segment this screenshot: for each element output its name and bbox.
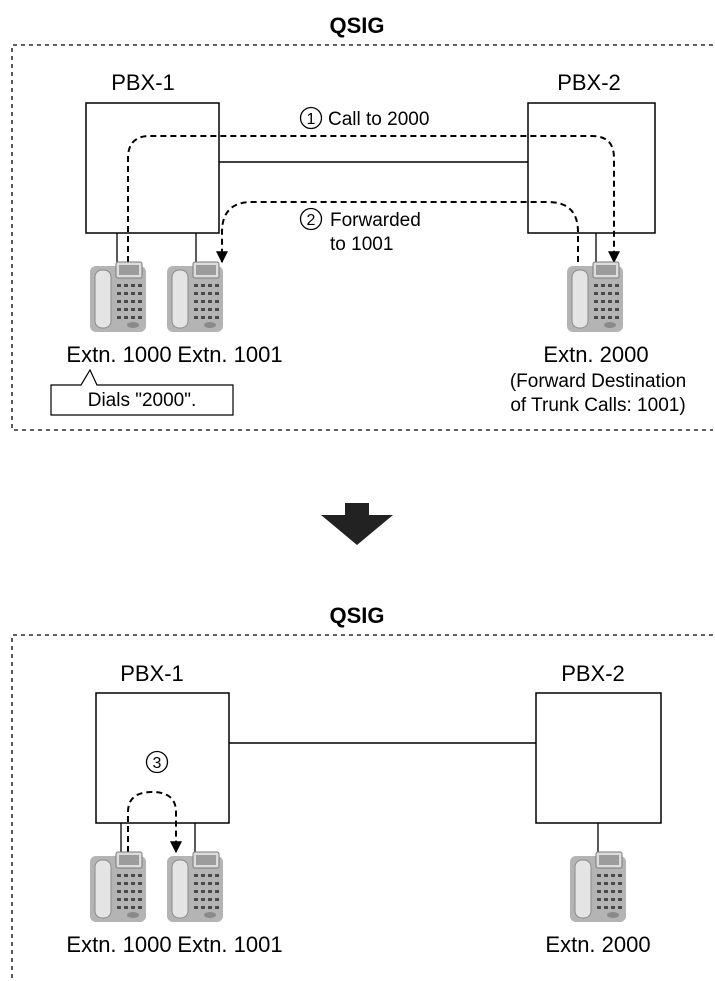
bottom-ext1000-label: Extn. 1000: [66, 932, 171, 957]
bottom-title: QSIG: [329, 603, 384, 628]
top-pbx1-label: PBX-1: [111, 70, 175, 95]
top-step1-circle: [299, 106, 323, 130]
bottom-pbx1-label: PBX-1: [120, 661, 184, 686]
top-step2-label-line1: Forwarded: [330, 210, 421, 231]
top-step1-number: 1: [307, 111, 316, 128]
bottom-ext2000-label: Extn. 2000: [545, 932, 650, 957]
top-pbx2-label: PBX-2: [557, 70, 621, 95]
bottom-pbx2-label: PBX-2: [561, 661, 625, 686]
bottom-pbx2-box: [535, 692, 662, 824]
top-step2-circle: [299, 207, 323, 231]
top-dials-callout-bubble: [50, 368, 234, 416]
top-title: QSIG: [329, 13, 384, 38]
top-step2-label-line2: to 1001: [330, 234, 393, 255]
top-ext2000-label: Extn. 2000: [543, 342, 648, 367]
bottom-phone-1000-icon: [89, 851, 147, 923]
top-call-path-1: [127, 135, 620, 264]
bottom-step3-number: 3: [153, 755, 162, 772]
top-ext1000-label: Extn. 1000: [66, 342, 171, 367]
top-ext2000-note-line1: (Forward Destination: [510, 371, 686, 392]
top-ext2000-note-line2: of Trunk Calls: 1001): [510, 395, 685, 416]
bottom-pbx1-box: [95, 692, 230, 824]
bottom-ext1001-label: Extn. 1001: [177, 932, 282, 957]
top-step2-number: 2: [307, 212, 316, 229]
transition-down-arrow-icon: [321, 503, 393, 545]
top-ext1001-label: Extn. 1001: [177, 342, 282, 367]
top-pbx1-box: [85, 102, 220, 234]
top-pbx2-box: [527, 102, 656, 234]
bottom-phone-2000-icon: [569, 851, 627, 923]
top-phone-1000-icon: [89, 261, 147, 333]
top-phone-2000-icon: [566, 261, 624, 333]
top-phone-1001-icon: [166, 261, 224, 333]
bottom-qsig-frame: [11, 634, 713, 981]
bottom-forward-path-3: [127, 790, 182, 854]
bottom-phone-1001-icon: [166, 851, 224, 923]
bottom-step3-circle: [145, 750, 169, 774]
top-dials-callout-text: Dials "2000".: [88, 390, 197, 411]
top-step1-label: Call to 2000: [328, 109, 429, 130]
top-forward-path-2: [216, 201, 579, 264]
